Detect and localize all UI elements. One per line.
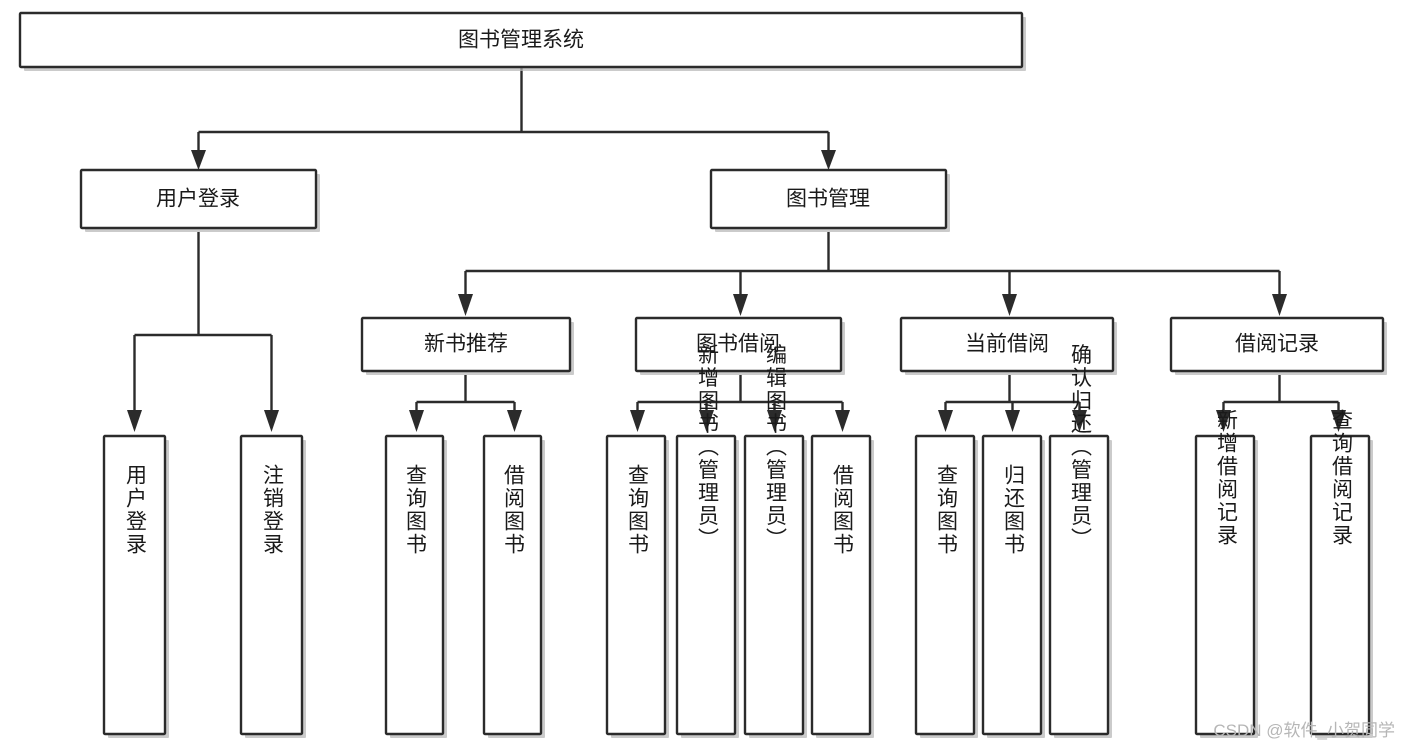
node-rect (239, 434, 304, 736)
arrow-to-leaf-borrow-book-b (835, 410, 850, 432)
node-label: 当前借阅 (965, 333, 1049, 356)
node-label: 确认归还（管理员） (1069, 344, 1093, 551)
node-label: 新书推荐 (424, 333, 508, 356)
node-rect (743, 434, 805, 736)
leaf-logout[interactable]: 注销登录 (239, 434, 306, 738)
node-rect (482, 434, 543, 736)
node-rect (899, 316, 1115, 373)
leaf-return-book[interactable]: 归还图书 (981, 434, 1045, 738)
node-book-borrowing[interactable]: 图书借阅 (634, 316, 845, 375)
arrow-to-leaf-user-login (127, 410, 142, 432)
node-label: 查询图书 (935, 464, 959, 556)
node-root-book-management-system[interactable]: 图书管理系统 (18, 11, 1026, 71)
node-rect (914, 434, 976, 736)
arrow-to-leaf-add-record (1216, 410, 1231, 432)
node-rect (18, 11, 1024, 69)
node-rect (79, 168, 318, 230)
leaf-new-book-borrow[interactable]: 借阅图书 (482, 434, 545, 738)
arrow-to-borrow-record (1272, 294, 1287, 316)
leaf-user-login[interactable]: 用户登录 (102, 434, 169, 738)
arrow-to-book-borrow (733, 294, 748, 316)
node-borrowing-record[interactable]: 借阅记录 (1169, 316, 1387, 375)
node-label: 借阅图书 (502, 464, 526, 556)
leaf-new-book-query[interactable]: 查询图书 (384, 434, 447, 738)
arrow-root-to-book-manage (821, 150, 836, 170)
arrow-to-current-borrow (1002, 294, 1017, 316)
node-rect (360, 316, 572, 373)
leaf-add-book-admin[interactable]: 新增图书（管理员） (675, 344, 739, 739)
node-label: 借阅图书 (831, 464, 855, 556)
node-rect (675, 434, 737, 736)
arrow-to-leaf-query-book-a (409, 410, 424, 432)
leaf-borrow-query-book[interactable]: 查询图书 (605, 434, 669, 738)
node-rect (1309, 434, 1371, 736)
node-user-login[interactable]: 用户登录 (79, 168, 320, 232)
node-current-borrowing[interactable]: 当前借阅 (899, 316, 1117, 375)
node-rect (102, 434, 167, 736)
node-rect (709, 168, 948, 230)
node-rect (1194, 434, 1256, 736)
node-new-book-recommendation[interactable]: 新书推荐 (360, 316, 574, 375)
node-rect (981, 434, 1043, 736)
arrow-to-leaf-add-book (699, 410, 714, 432)
node-label: 编辑图书（管理员） (764, 344, 788, 551)
connectors-layer (127, 67, 1346, 432)
node-label: 查询借阅记录 (1330, 409, 1354, 547)
node-label: 用户登录 (124, 464, 148, 556)
node-label: 借阅记录 (1235, 333, 1319, 356)
node-label: 图书借阅 (696, 333, 780, 356)
node-rect (634, 316, 843, 373)
node-label: 新增图书（管理员） (696, 344, 720, 551)
node-rect (605, 434, 667, 736)
leaf-add-borrow-record[interactable]: 新增借阅记录 (1194, 409, 1258, 738)
arrow-to-leaf-query-book-c (938, 410, 953, 432)
node-label: 查询图书 (404, 464, 428, 556)
arrow-to-leaf-logout (264, 410, 279, 432)
node-label: 用户登录 (156, 188, 240, 211)
arrow-to-leaf-query-record (1331, 410, 1346, 432)
node-label: 图书管理系统 (458, 29, 584, 52)
arrow-root-to-user-login (191, 150, 206, 170)
node-label: 查询图书 (626, 464, 650, 556)
arrow-to-leaf-return-book (1005, 410, 1020, 432)
arrow-to-leaf-borrow-book-a (507, 410, 522, 432)
node-label: 图书管理 (786, 188, 870, 211)
node-label: 归还图书 (1002, 464, 1026, 556)
arrow-to-leaf-confirm-return (1072, 410, 1087, 432)
leaf-confirm-return-admin[interactable]: 确认归还（管理员） (1048, 344, 1112, 739)
node-rect (1048, 434, 1110, 736)
arrow-to-leaf-edit-book (767, 410, 782, 432)
node-rect (810, 434, 872, 736)
node-label: 注销登录 (261, 464, 285, 556)
leaf-query-borrow-record[interactable]: 查询借阅记录 (1309, 409, 1373, 738)
node-rect (384, 434, 445, 736)
arrow-to-leaf-query-book-b (630, 410, 645, 432)
leaf-current-query-book[interactable]: 查询图书 (914, 434, 978, 738)
arrow-to-new-book-rec (458, 294, 473, 316)
node-rect (1169, 316, 1385, 373)
node-book-management[interactable]: 图书管理 (709, 168, 950, 232)
leaf-edit-book-admin[interactable]: 编辑图书（管理员） (743, 344, 807, 739)
leaf-borrow-book[interactable]: 借阅图书 (810, 434, 874, 738)
node-label: 新增借阅记录 (1215, 409, 1239, 547)
